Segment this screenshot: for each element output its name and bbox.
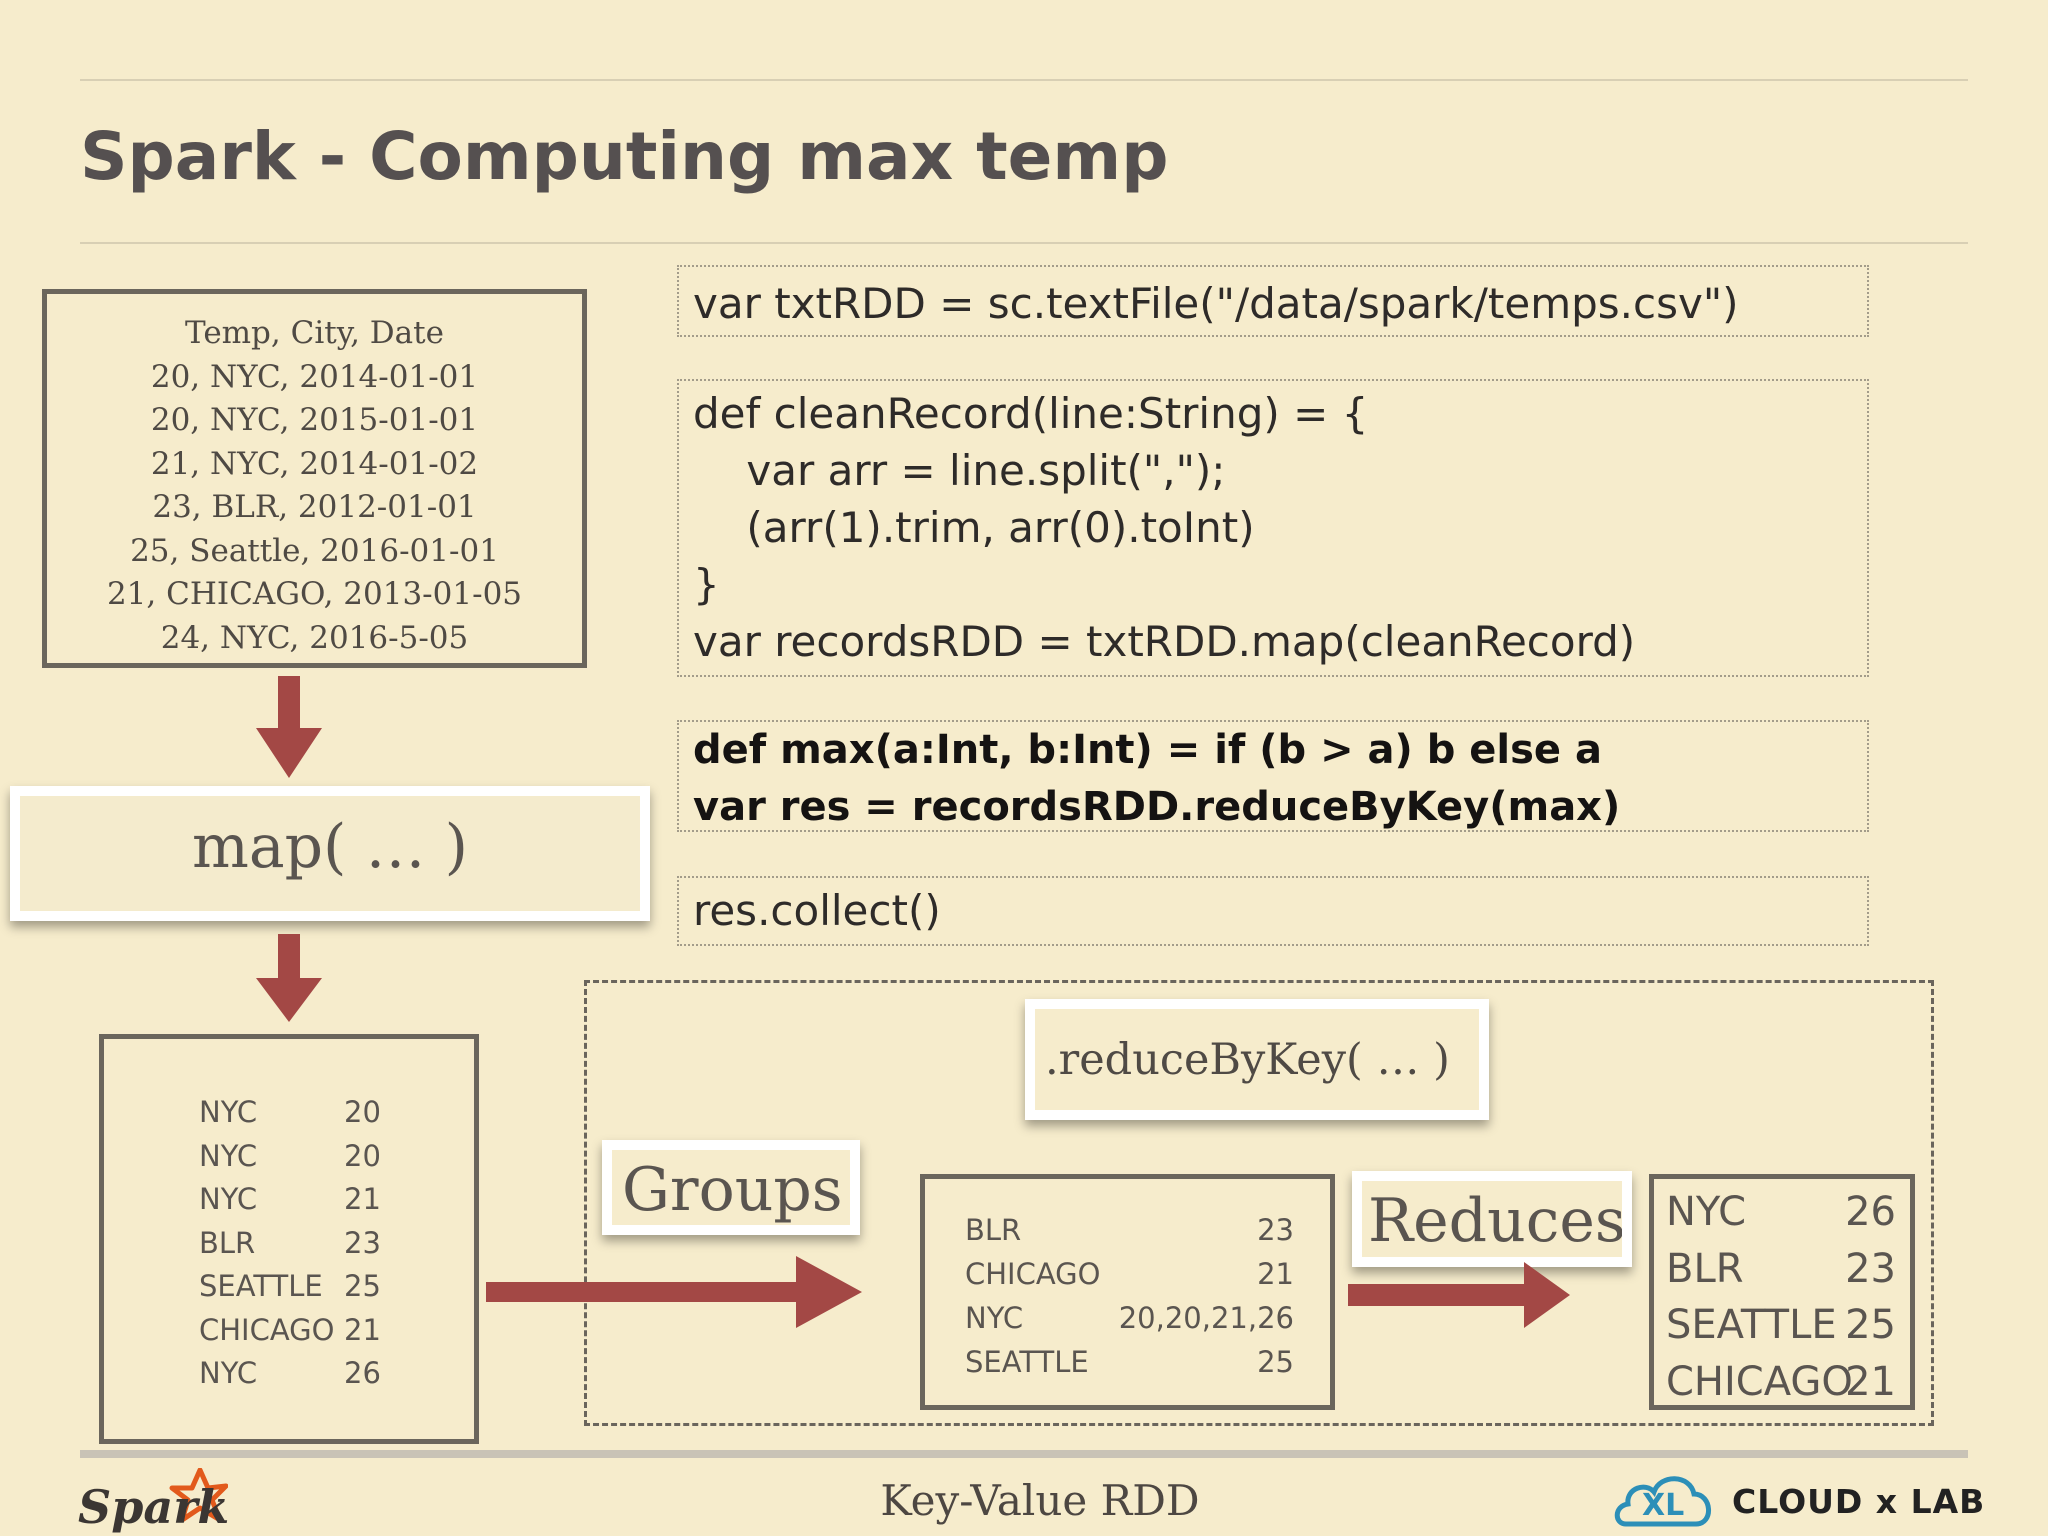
kv-key: NYC <box>199 1356 258 1390</box>
kv-value: 25 <box>1257 1345 1294 1379</box>
kv-key: NYC <box>965 1301 1024 1335</box>
kv-key: NYC <box>199 1182 258 1216</box>
kv-value: 20 <box>344 1095 381 1129</box>
footer-title: Key-Value RDD <box>880 1476 1200 1525</box>
kv-key: NYC <box>199 1138 258 1173</box>
code-line: var arr = line.split(","); <box>693 446 1226 495</box>
kv-value: 21 <box>344 1312 381 1347</box>
kv-row: SEATTLE 25 <box>104 1269 474 1313</box>
kv-row: CHICAGO 21 <box>104 1313 474 1357</box>
code-line: res.collect() <box>693 886 941 935</box>
kv-key: CHICAGO <box>965 1257 1101 1291</box>
arrow-right-icon <box>486 1256 862 1328</box>
kv-value: 20 <box>344 1138 381 1173</box>
groups-label-card: Groups <box>602 1140 860 1235</box>
kv-key: SEATTLE <box>965 1345 1089 1379</box>
csv-header: Temp, City, Date <box>185 315 444 351</box>
kv-value: 21 <box>1257 1257 1294 1291</box>
kv-row: NYC 21 <box>104 1182 474 1226</box>
csv-line: 21, NYC, 2014-01-02 <box>150 445 479 482</box>
kv-key: SEATTLE <box>1666 1302 1837 1348</box>
kv-row: NYC 20 <box>104 1095 474 1139</box>
kv-key: SEATTLE <box>199 1269 323 1303</box>
code-block-reduce: def max(a:Int, b:Int) = if (b > a) b els… <box>677 720 1869 832</box>
code-block-collect: res.collect() <box>677 876 1869 946</box>
spark-logo: Spark <box>78 1468 230 1536</box>
kv-row: BLR 23 <box>1654 1246 1910 1303</box>
footer-bar <box>80 1450 1968 1458</box>
map-label-card: map( … ) <box>10 786 650 921</box>
cloudxlab-logo: XL CLOUD x LAB <box>1612 1468 1984 1530</box>
cloudxlab-text: CLOUD x LAB <box>1732 1482 1986 1521</box>
reduces-label: Reduces <box>1368 1186 1626 1256</box>
kv-row: BLR 23 <box>925 1213 1330 1257</box>
arrow-down-icon <box>256 676 322 778</box>
code-line: var recordsRDD = txtRDD.map(cleanRecord) <box>693 617 1636 666</box>
code-line: var res = recordsRDD.reduceByKey(max) <box>693 784 1621 830</box>
kv-value: 26 <box>1845 1189 1896 1235</box>
code-line: (arr(1).trim, arr(0).toInt) <box>693 503 1255 552</box>
kv-row: NYC 26 <box>1654 1189 1910 1246</box>
kv-row: SEATTLE 25 <box>925 1345 1330 1389</box>
csv-line: 24, NYC, 2016-5-05 <box>160 619 469 656</box>
kv-value: 26 <box>344 1356 381 1390</box>
map-label: map( … ) <box>191 812 469 882</box>
spark-star-icon <box>169 1468 228 1523</box>
code-line: def max(a:Int, b:Int) = if (b > a) b els… <box>693 727 1602 773</box>
reduce-by-key-region <box>584 980 1934 1426</box>
reduce-by-key-label: .reduceByKey( … ) <box>1045 1035 1450 1085</box>
kv-value: 23 <box>344 1225 381 1260</box>
top-rule <box>80 79 1968 81</box>
kv-key: CHICAGO <box>1666 1358 1853 1405</box>
kv-key: CHICAGO <box>199 1312 335 1347</box>
kv-key: NYC <box>1666 1189 1747 1235</box>
csv-line: 21, CHICAGO, 2013-01-05 <box>106 576 523 612</box>
reduces-label-card: Reduces <box>1352 1171 1632 1267</box>
title-rule <box>80 242 1968 244</box>
kv-value: 20,20,21,26 <box>1118 1301 1294 1335</box>
kv-row: NYC 26 <box>104 1356 474 1400</box>
kv-row: NYC 20 <box>104 1139 474 1183</box>
kv-key: BLR <box>965 1213 1022 1247</box>
code-block-clean-record: def cleanRecord(line:String) = { var arr… <box>677 379 1869 677</box>
csv-input-box: Temp, City, Date 20, NYC, 2014-01-01 20, N… <box>42 289 587 668</box>
csv-line: 23, BLR, 2012-01-01 <box>152 489 477 525</box>
cloudxlab-mark: XL <box>1642 1488 1685 1523</box>
kv-row: CHICAGO 21 <box>925 1257 1330 1301</box>
kv-value: 23 <box>1845 1245 1896 1292</box>
code-line: } <box>693 560 720 609</box>
kv-key: BLR <box>199 1225 256 1260</box>
spark-logo-text: Spark <box>78 1480 230 1534</box>
arrow-right-icon <box>1348 1262 1570 1328</box>
kv-value: 21 <box>344 1182 381 1216</box>
kv-value: 23 <box>1257 1213 1294 1247</box>
code-line: def cleanRecord(line:String) = { <box>693 389 1369 438</box>
cloud-icon <box>1614 1476 1711 1527</box>
kv-row: NYC 20,20,21,26 <box>925 1301 1330 1345</box>
slide-title: Spark - Computing max temp <box>80 118 1169 195</box>
csv-lines: Temp, City, Date 20, NYC, 2014-01-01 20, N… <box>47 312 582 660</box>
kv-key: NYC <box>199 1095 258 1129</box>
csv-line: 20, NYC, 2015-01-01 <box>150 402 479 438</box>
kv-key: BLR <box>1666 1245 1744 1292</box>
kv-value: 25 <box>344 1269 381 1303</box>
reduce-by-key-label-card: .reduceByKey( … ) <box>1025 999 1489 1120</box>
csv-line: 25, Seattle, 2016-01-01 <box>130 532 499 569</box>
kv-row: BLR 23 <box>104 1226 474 1270</box>
code-line: var txtRDD = sc.textFile("/data/spark/te… <box>693 279 1739 328</box>
code-block-load: var txtRDD = sc.textFile("/data/spark/te… <box>677 265 1869 337</box>
csv-line: 20, NYC, 2014-01-01 <box>150 358 479 395</box>
arrow-down-icon <box>256 934 322 1022</box>
groups-label: Groups <box>622 1155 843 1225</box>
kv-value: 21 <box>1845 1358 1896 1405</box>
kv-value: 25 <box>1845 1302 1896 1348</box>
